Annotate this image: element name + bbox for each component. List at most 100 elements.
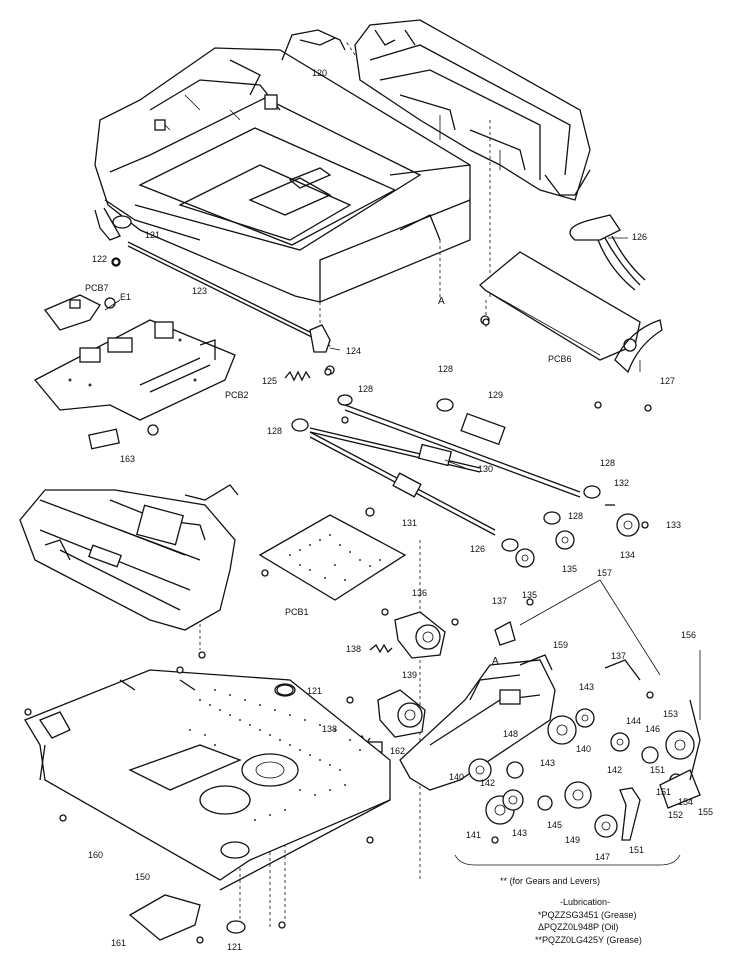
label-126b: 126 bbox=[470, 544, 485, 554]
label-140a: 140 bbox=[576, 744, 591, 754]
part-124-bracket bbox=[309, 324, 335, 375]
label-154: 154 bbox=[678, 797, 693, 807]
label-130: 130 bbox=[478, 464, 493, 474]
label-129: 129 bbox=[488, 390, 503, 400]
label-161: 161 bbox=[111, 938, 126, 948]
lubrication-item-3: **PQZZ0LG425Y (Grease) bbox=[535, 935, 642, 945]
label-122: 122 bbox=[92, 254, 107, 264]
label-128b: 128 bbox=[438, 364, 453, 374]
label-151c: 151 bbox=[629, 845, 644, 855]
label-125: 125 bbox=[262, 376, 277, 386]
part-126-cable bbox=[569, 214, 646, 291]
label-143b: 143 bbox=[540, 758, 555, 768]
pcb2-board bbox=[33, 319, 236, 436]
label-148: 148 bbox=[503, 729, 518, 739]
label-156: 156 bbox=[681, 630, 696, 640]
label-127: 127 bbox=[660, 376, 675, 386]
label-162: 162 bbox=[390, 746, 405, 756]
part-129-shaft bbox=[344, 404, 581, 498]
label-131: 131 bbox=[402, 518, 417, 528]
leaders bbox=[104, 237, 701, 866]
part-123-rod bbox=[127, 241, 331, 347]
label-124: 124 bbox=[346, 346, 361, 356]
label-128e: 128 bbox=[568, 511, 583, 521]
label-121b: 121 bbox=[307, 686, 322, 696]
left-mid-assembly bbox=[19, 484, 239, 631]
chassis-base bbox=[24, 669, 391, 891]
foot-121-mid bbox=[276, 684, 294, 696]
label-138b: 138 bbox=[322, 724, 337, 734]
gears-levers-note: ** (for Gears and Levers) bbox=[500, 876, 600, 886]
label-135a: 135 bbox=[562, 564, 577, 574]
lubrication-title: -Lubrication- bbox=[560, 897, 610, 907]
label-153: 153 bbox=[663, 709, 678, 719]
pcb1-board bbox=[258, 507, 407, 601]
label-160: 160 bbox=[88, 850, 103, 860]
label-141: 141 bbox=[466, 830, 481, 840]
label-137b: 137 bbox=[611, 651, 626, 661]
part-161-plate bbox=[128, 894, 201, 941]
label-128d: 128 bbox=[600, 458, 615, 468]
label-pcb1: PCB1 bbox=[285, 607, 309, 617]
levers bbox=[494, 621, 701, 841]
label-163: 163 bbox=[120, 454, 135, 464]
label-144: 144 bbox=[626, 716, 641, 726]
top-cabinet bbox=[94, 47, 471, 303]
part-138-spring-a bbox=[369, 643, 393, 654]
part-131-shaft bbox=[309, 431, 496, 536]
pcb7-board bbox=[43, 294, 116, 331]
label-146: 146 bbox=[645, 724, 660, 734]
label-e1: E1 bbox=[120, 292, 131, 302]
label-121c: 121 bbox=[227, 942, 242, 952]
gears-134-135 bbox=[515, 513, 640, 568]
label-123: 123 bbox=[192, 286, 207, 296]
bushings-128 bbox=[291, 394, 601, 552]
label-143c: 143 bbox=[512, 828, 527, 838]
label-143a: 143 bbox=[579, 682, 594, 692]
label-135b: 135 bbox=[522, 590, 537, 600]
label-A1: A bbox=[438, 296, 445, 307]
label-151b: 151 bbox=[656, 787, 671, 797]
label-136: 136 bbox=[412, 588, 427, 598]
part-136-motor bbox=[394, 611, 446, 659]
gear-cluster bbox=[468, 708, 695, 838]
top-right-frame bbox=[354, 19, 591, 201]
part-120-bracket bbox=[281, 29, 346, 61]
label-128a: 128 bbox=[358, 384, 373, 394]
label-151a: 151 bbox=[650, 765, 665, 775]
screws bbox=[24, 258, 654, 944]
label-121a: 121 bbox=[145, 230, 160, 240]
label-A2: A bbox=[492, 656, 499, 667]
label-128c: 128 bbox=[267, 426, 282, 436]
label-152: 152 bbox=[668, 810, 683, 820]
label-137a: 137 bbox=[492, 596, 507, 606]
label-155: 155 bbox=[698, 807, 713, 817]
label-133: 133 bbox=[666, 520, 681, 530]
label-138a: 138 bbox=[346, 644, 361, 654]
legend: ** (for Gears and Levers) -Lubrication- … bbox=[500, 876, 642, 945]
label-120: 120 bbox=[312, 68, 327, 78]
label-142a: 142 bbox=[607, 765, 622, 775]
label-147: 147 bbox=[595, 852, 610, 862]
lubrication-item-1: *PQZZSG3451 (Grease) bbox=[538, 910, 637, 920]
part-163 bbox=[88, 428, 120, 450]
label-132: 132 bbox=[614, 478, 629, 488]
label-145: 145 bbox=[547, 820, 562, 830]
label-140b: 140 bbox=[449, 772, 464, 782]
part-127-bracket bbox=[614, 319, 663, 374]
part-labels: 120 122 121 123 A 126 PCB7 E1 124 125 PC… bbox=[85, 68, 713, 952]
lubrication-item-2: ΔPQZZ0L948P (Oil) bbox=[538, 922, 618, 932]
part-125-spring bbox=[284, 370, 311, 382]
label-157: 157 bbox=[597, 568, 612, 578]
label-134: 134 bbox=[620, 550, 635, 560]
label-150: 150 bbox=[135, 872, 150, 882]
part-130-shaft bbox=[309, 427, 481, 473]
foot-121-bottom bbox=[226, 920, 246, 934]
label-pcb2: PCB2 bbox=[225, 390, 249, 400]
label-159: 159 bbox=[553, 640, 568, 650]
part-139-motor bbox=[377, 689, 426, 738]
label-pcb7: PCB7 bbox=[85, 283, 109, 293]
label-149: 149 bbox=[565, 835, 580, 845]
label-126a: 126 bbox=[632, 232, 647, 242]
